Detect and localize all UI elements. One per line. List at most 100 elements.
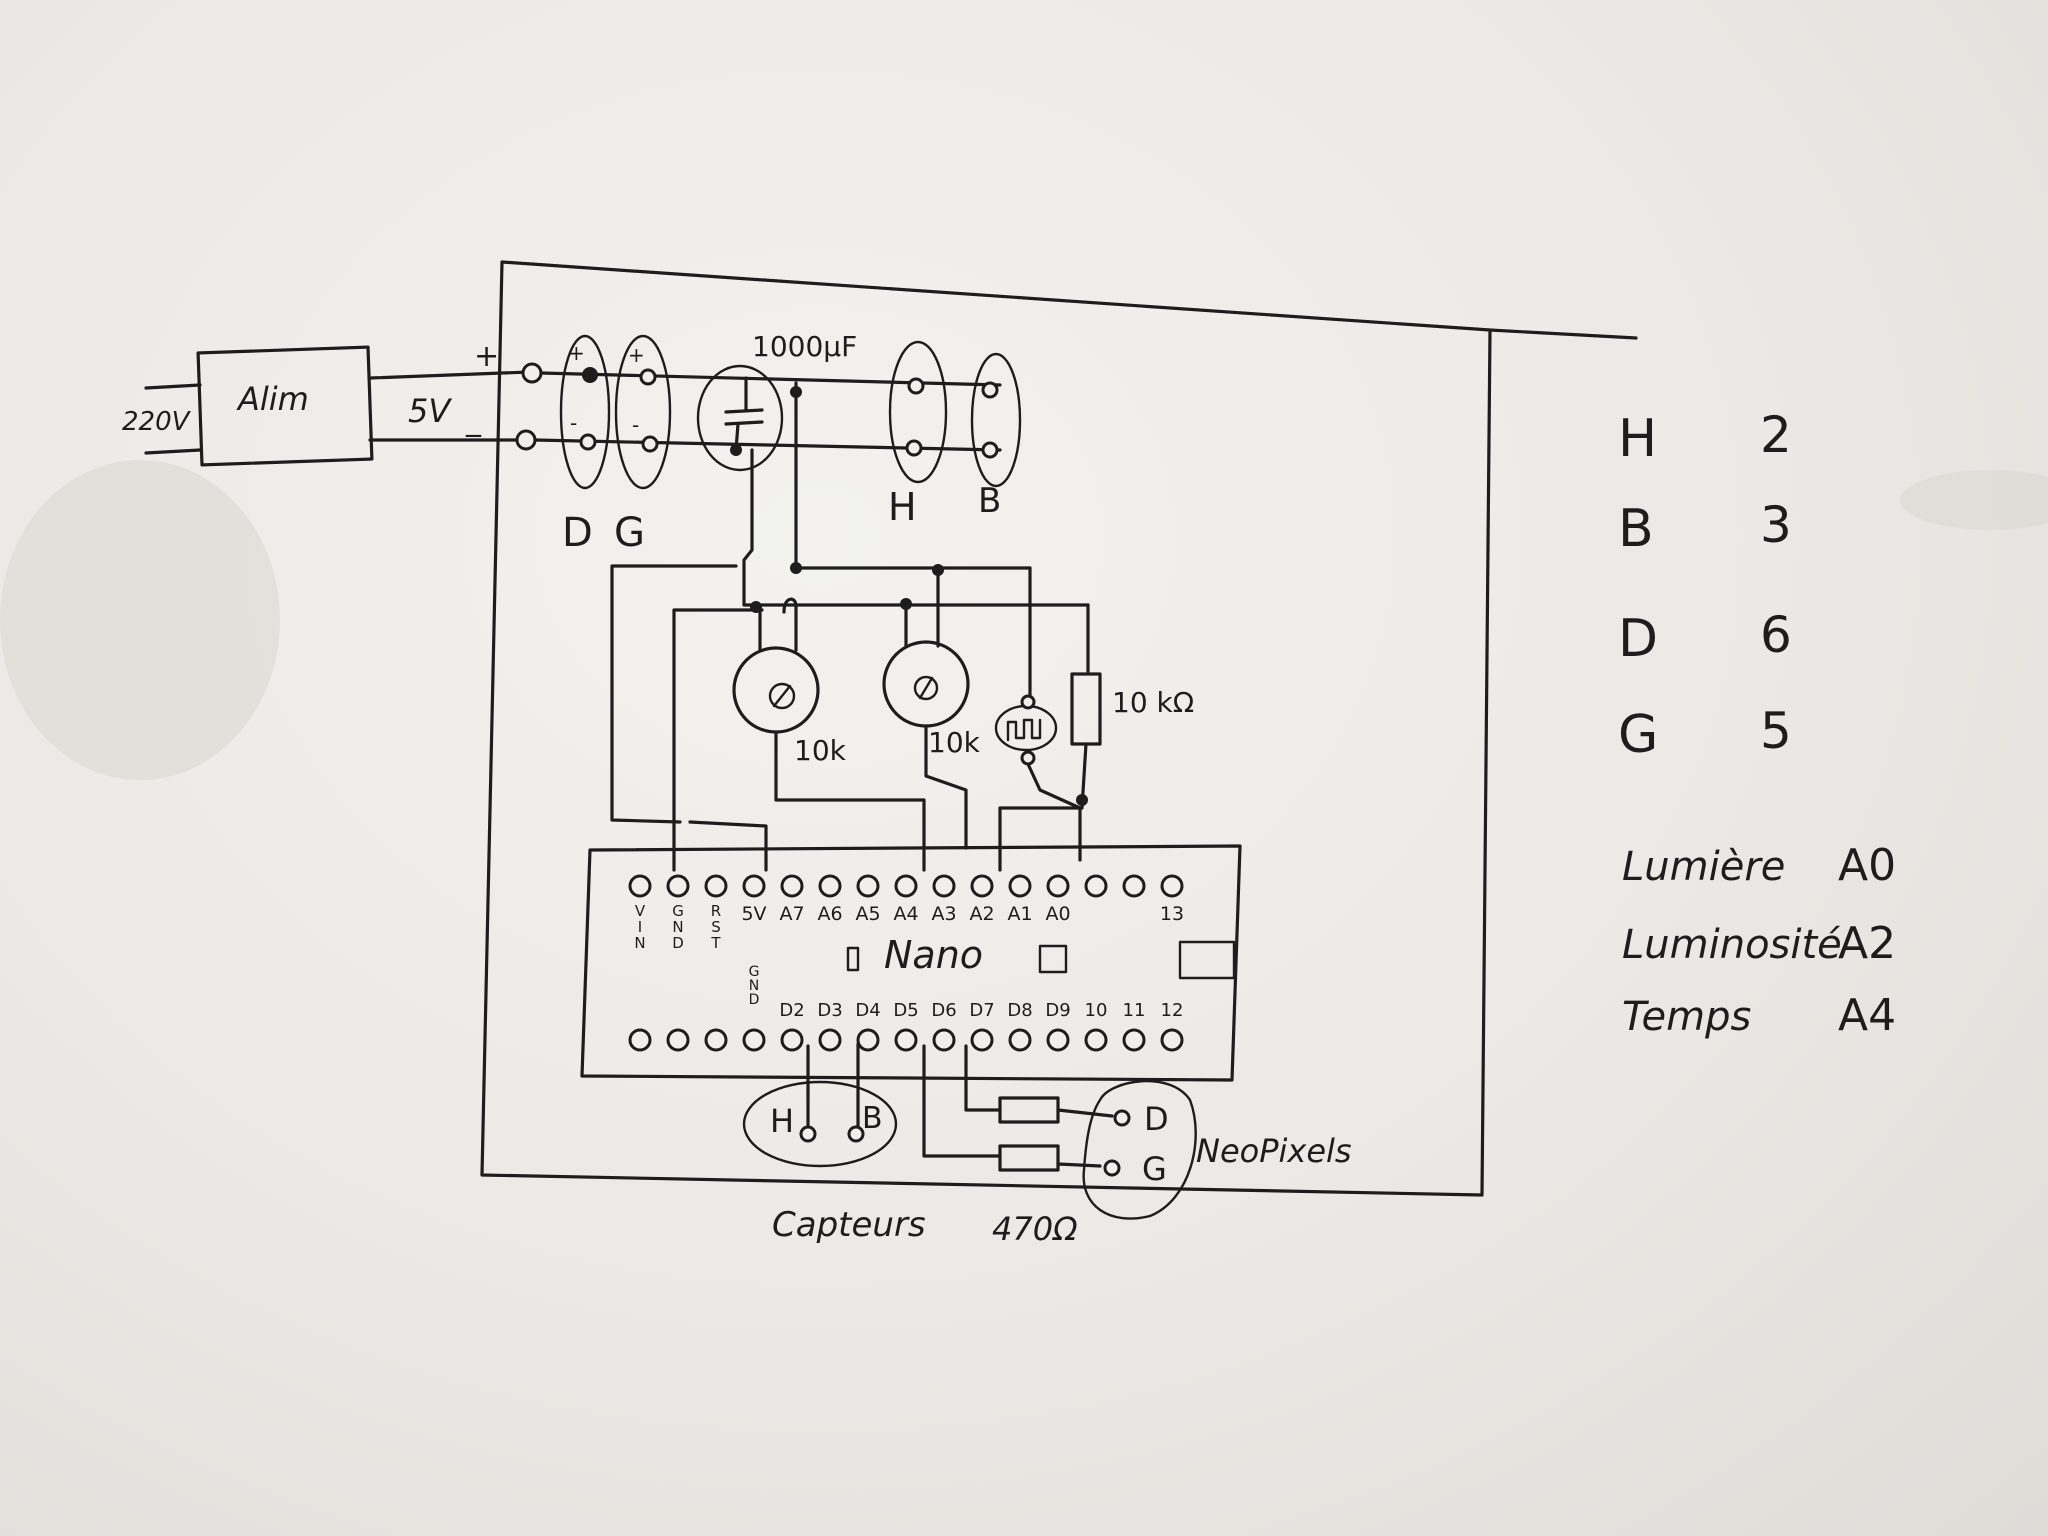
- connector-h-label: H: [888, 485, 917, 529]
- nano-name: Nano: [884, 933, 983, 977]
- output-voltage-label: 5V: [408, 392, 452, 430]
- plus-distribution: [794, 381, 1032, 570]
- nano-bottom-pin: [1160, 1028, 1184, 1052]
- d6-wire: [964, 1044, 1002, 1112]
- mains-wire-top: [144, 383, 202, 390]
- legend-analog-name: Temps: [1622, 994, 1751, 1040]
- minus-rail: [533, 438, 1002, 452]
- resistor-label: 10 kΩ: [1112, 686, 1194, 719]
- pot1-wiper-wire: [774, 730, 926, 872]
- nano-bottom-pin: [970, 1028, 994, 1052]
- power-supply: 220V Alim 5V + _: [122, 339, 532, 467]
- legend-pin-value: 3: [1760, 496, 1792, 554]
- nano-board: [580, 844, 1242, 1082]
- connector-d-outline: [559, 334, 611, 490]
- legend-pin-name: B: [1618, 499, 1654, 559]
- capacitor-outline: [696, 364, 784, 472]
- sensor-h-pin: [799, 1125, 817, 1143]
- nano-bottom-pin: [1084, 1028, 1108, 1052]
- neopixel-d-pin: [1113, 1109, 1131, 1127]
- nano-top-pin-label: A4: [893, 903, 918, 925]
- background-shadow: [0, 460, 280, 780]
- gnd-wire: [672, 608, 764, 872]
- connector-b-outline: [970, 352, 1022, 488]
- legend-pin-value: 6: [1760, 606, 1792, 664]
- nano-usb-port: [1178, 940, 1236, 980]
- connector-d-minus-pin: [579, 433, 597, 451]
- legend-analog-value: A0: [1838, 840, 1896, 891]
- gnd-left-wire: [610, 564, 738, 824]
- nano-bottom-pin: [818, 1028, 842, 1052]
- pot2-plus-dot: [932, 564, 944, 576]
- neopixel-outline: [1082, 1079, 1197, 1220]
- sensor-outline: [742, 1080, 898, 1168]
- legend-analog-value: A4: [1838, 990, 1896, 1041]
- d6-to-neopixel: [1056, 1108, 1114, 1118]
- legend-pin-name: G: [1618, 705, 1658, 765]
- background-shadow-right: [1900, 470, 2048, 530]
- nano-top-pin: [932, 874, 956, 898]
- pot2-label: 10k: [928, 726, 981, 759]
- legend-pin-value: 5: [1760, 702, 1792, 760]
- divider-junction: [1076, 794, 1088, 806]
- connector-g-label: G: [614, 510, 645, 556]
- plus-rail-wire: [368, 370, 532, 380]
- frame-extension-line: [1488, 328, 1638, 340]
- nano-bottom-pin: [666, 1028, 690, 1052]
- legend-pin-name: D: [1618, 609, 1658, 669]
- connector-h-outline: [888, 340, 948, 484]
- connector-g-outline: [614, 334, 672, 490]
- resistor-470-caption: 470Ω: [992, 1210, 1078, 1248]
- pot2-knob: [913, 675, 939, 701]
- connector-g-minus-pin: [641, 435, 659, 453]
- nano-bottom-pin: [1122, 1028, 1146, 1052]
- nano-top-pin: [894, 874, 918, 898]
- nano-bottom-pin: [894, 1028, 918, 1052]
- nano-chip: [1038, 944, 1068, 974]
- nano-bottom-pin-label: D7: [969, 1000, 994, 1021]
- d5-wire: [922, 1044, 1002, 1158]
- five-v-wire: [688, 820, 768, 872]
- connector-h-plus-pin: [907, 377, 925, 395]
- nano-top-pin: [1046, 874, 1070, 898]
- power-distribution-wires: [610, 381, 1090, 872]
- nano-bottom-pin: [932, 1028, 956, 1052]
- nano-top-pin: [1084, 874, 1108, 898]
- connector-h-minus-pin: [905, 439, 923, 457]
- nano-top-pin-label: 13: [1160, 903, 1184, 925]
- nano-bottom-pin: [742, 1028, 766, 1052]
- nano-top-pin: [1122, 874, 1146, 898]
- nano-bottom-pin-label: D4: [855, 1000, 880, 1021]
- connector-d-label: D: [562, 510, 593, 556]
- terminal-plus: [521, 362, 543, 384]
- nano-bottom-pin: [1046, 1028, 1070, 1052]
- nano-top-pin: [780, 874, 804, 898]
- neopixels-caption: NeoPixels: [1196, 1132, 1352, 1170]
- nano-top-pin: [704, 874, 728, 898]
- alim-box: [196, 345, 374, 467]
- connector-b-plus-pin: [981, 381, 999, 399]
- nano-top-pin: [742, 874, 766, 898]
- nano-bottom-pin-label: D5: [893, 1000, 918, 1021]
- nano-bottom-pin-label: 12: [1161, 1000, 1184, 1021]
- pot1-label: 10k: [794, 734, 847, 767]
- legend-analog-value: A2: [1838, 918, 1896, 969]
- nano-top-pin-label: 5V: [741, 903, 766, 925]
- sensors-caption: Capteurs: [772, 1205, 926, 1245]
- legend-analog-name: Lumière: [1622, 844, 1785, 890]
- nano-top-pin: [628, 874, 652, 898]
- nano-bottom-pin-label: D8: [1007, 1000, 1032, 1021]
- neopixel-connector: D G NeoPixels 470Ω: [922, 1044, 1352, 1248]
- board-frame: [480, 260, 1492, 1197]
- nano-top-pin-label: A3: [931, 903, 956, 925]
- pot1-knob: [768, 682, 796, 710]
- nano-top-pin: [1160, 874, 1184, 898]
- mains-wire-bottom: [144, 448, 202, 455]
- mains-label: 220V: [122, 407, 192, 437]
- sensor-b-pin: [847, 1125, 865, 1143]
- connector-b-label: B: [978, 481, 1001, 521]
